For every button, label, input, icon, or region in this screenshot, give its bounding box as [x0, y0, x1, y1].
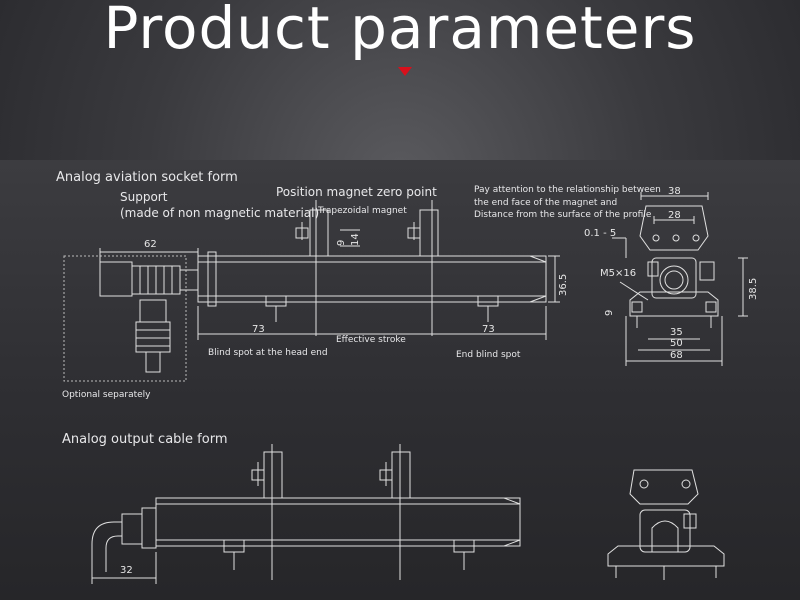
- dim-28: 28: [668, 210, 681, 221]
- dim-9: 9: [336, 239, 347, 246]
- stroke-label: Effective stroke: [336, 335, 406, 345]
- dim-38: 38: [668, 186, 681, 197]
- dim-73-end: 73: [482, 324, 495, 335]
- sensor-profile-top: [197, 209, 547, 322]
- note-line-2: the end face of the magnet and: [474, 198, 618, 208]
- dim-9-section: 9: [604, 309, 615, 316]
- dim-62: 62: [144, 239, 157, 250]
- aviation-socket: [99, 261, 199, 373]
- support-note: (made of non magnetic material): [120, 206, 320, 220]
- screw-spec: M5×16: [600, 268, 637, 279]
- cross-section-bottom: [607, 469, 725, 580]
- dim-35: 35: [670, 327, 683, 338]
- optional-label: Optional separately: [62, 390, 151, 400]
- dim-36-5: 36.5: [558, 273, 569, 296]
- cross-section-top: [629, 195, 719, 328]
- page-title: Product parameters: [103, 0, 697, 62]
- aviation-form-heading: Analog aviation socket form: [56, 170, 238, 185]
- optional-socket-box: [63, 255, 187, 382]
- dim-0-1-5: 0.1 - 5: [584, 228, 617, 239]
- dim-32: 32: [120, 565, 133, 576]
- down-arrow-icon: [398, 67, 412, 76]
- dim-14: 14: [350, 233, 361, 246]
- dim-68: 68: [670, 350, 683, 361]
- head-blind-label: Blind spot at the head end: [208, 348, 328, 358]
- zero-point-label: Position magnet zero point: [276, 185, 437, 199]
- sensor-profile-bottom: [91, 451, 521, 572]
- magnet-label: Trapezoidal magnet: [318, 206, 407, 216]
- note-line-3: Distance from the surface of the profile: [474, 210, 652, 220]
- dim-50: 50: [670, 338, 683, 349]
- dim-73-head: 73: [252, 324, 265, 335]
- end-blind-label: End blind spot: [456, 350, 521, 360]
- dim-38-5: 38.5: [748, 277, 759, 300]
- note-line-1: Pay attention to the relationship betwee…: [474, 185, 661, 195]
- cable-form-heading: Analog output cable form: [62, 432, 228, 447]
- support-label: Support: [120, 190, 168, 204]
